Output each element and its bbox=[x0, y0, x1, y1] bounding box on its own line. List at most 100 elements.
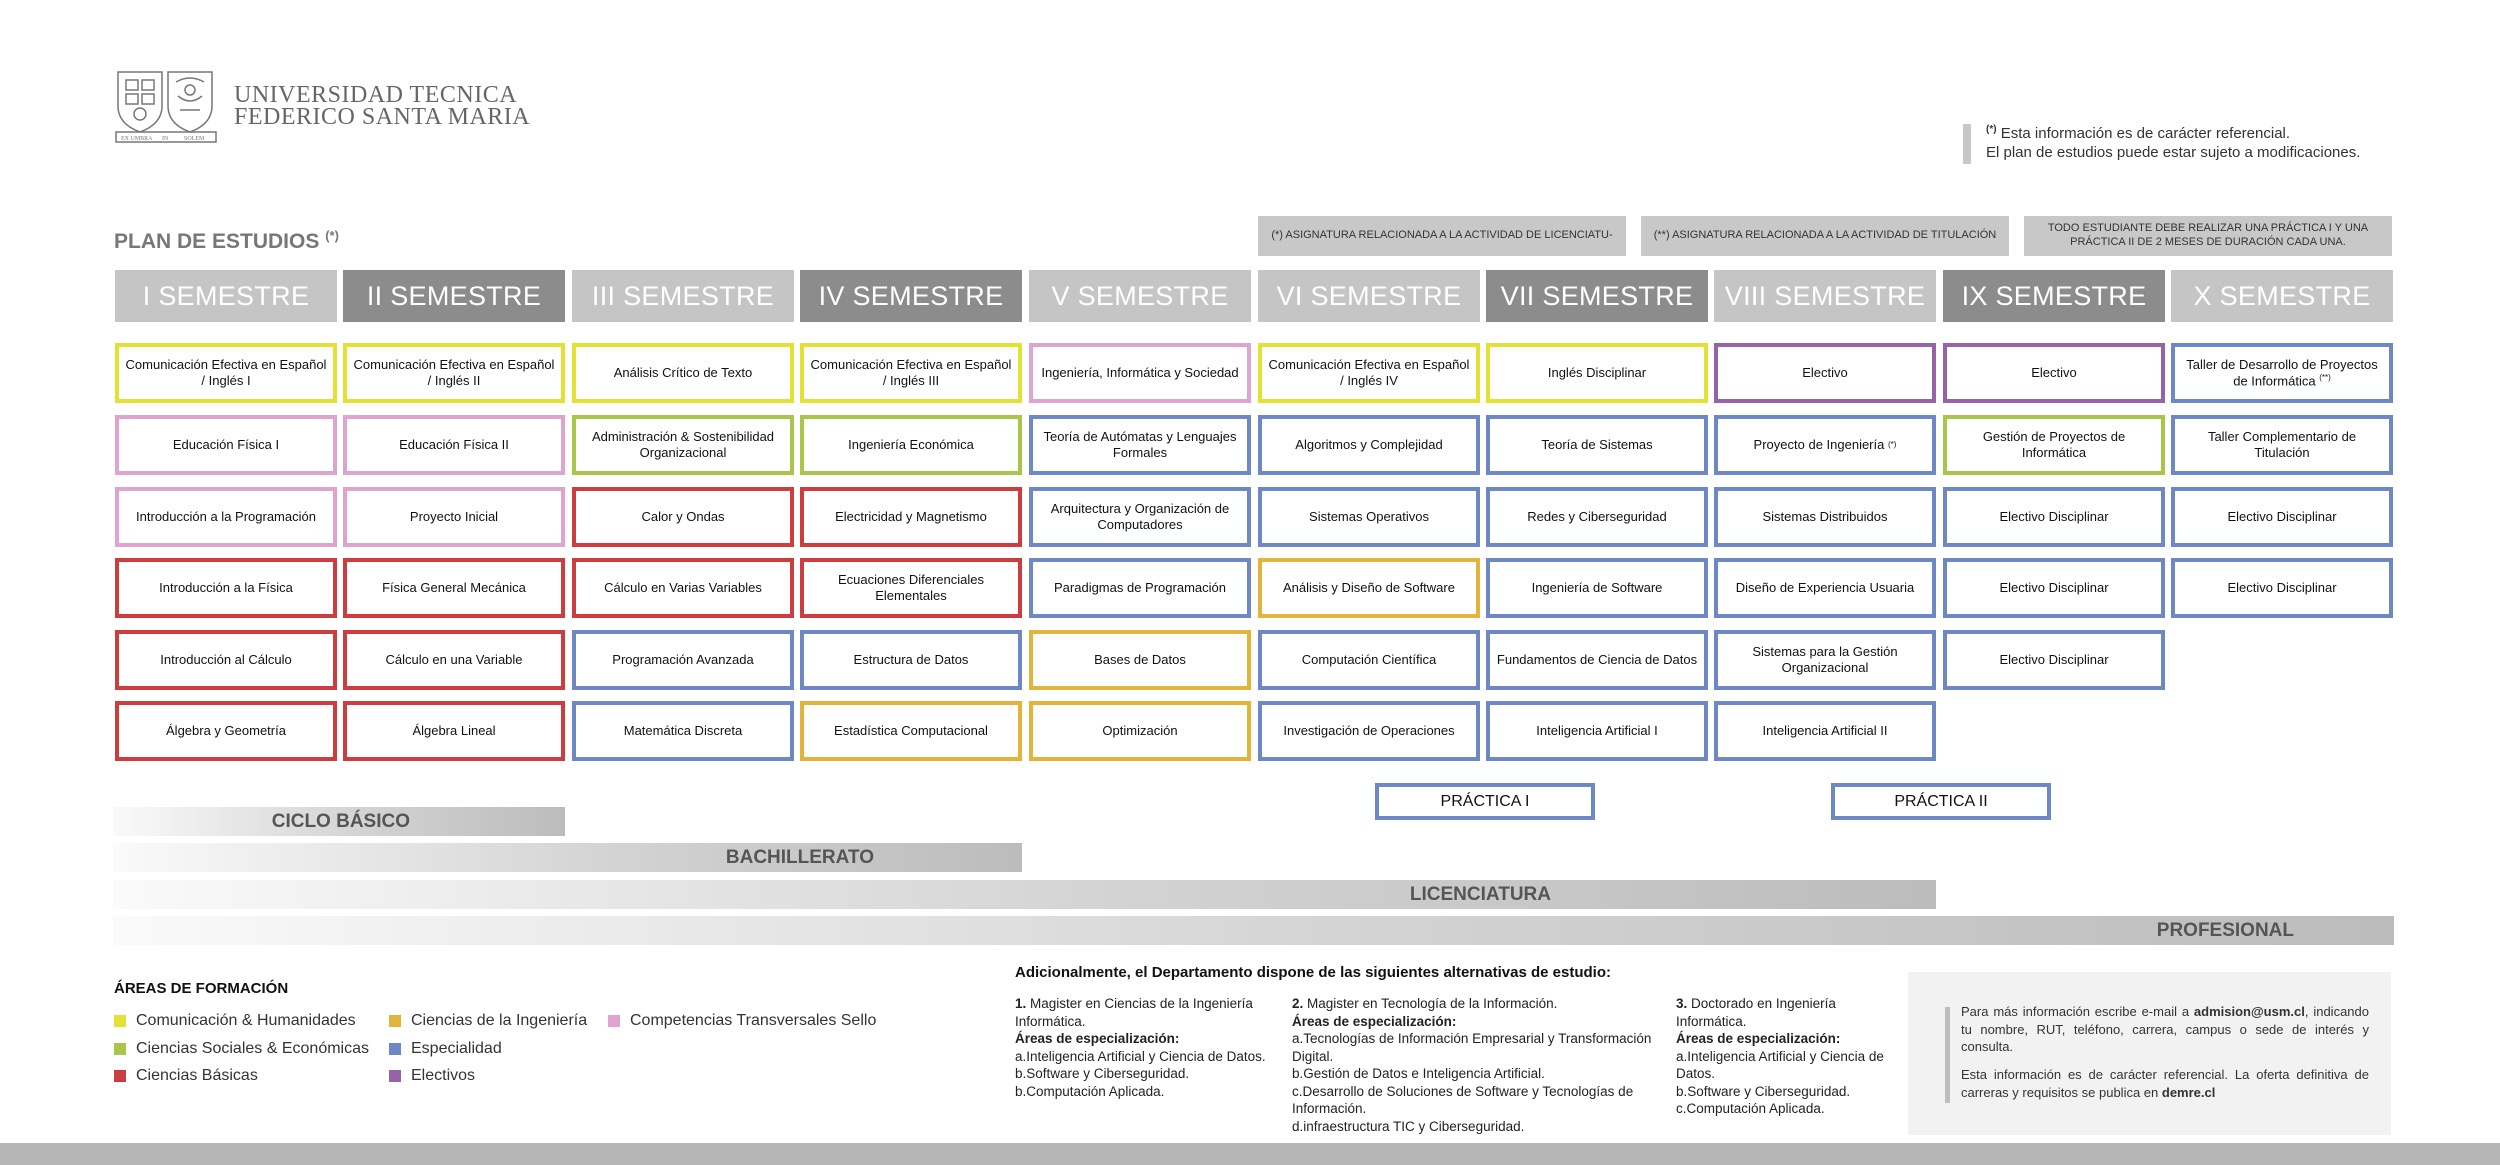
svg-text:SOLEM: SOLEM bbox=[184, 136, 205, 142]
course-card: Electricidad y Magnetismo bbox=[800, 487, 1022, 547]
course-card: Electivo bbox=[1714, 343, 1936, 403]
semester-5-header: V SEMESTRE bbox=[1029, 270, 1251, 322]
course-card: Cálculo en Varias Variables bbox=[572, 558, 794, 618]
course-card: Ingeniería Económica bbox=[800, 415, 1022, 475]
course-card: Electivo Disciplinar bbox=[2171, 487, 2393, 547]
course-card: Arquitectura y Organización de Computado… bbox=[1029, 487, 1251, 547]
area-comunicacion: Comunicación & Humanidades bbox=[114, 1012, 356, 1030]
area-ciencias-sociales: Ciencias Sociales & Económicas bbox=[114, 1040, 369, 1058]
course-card: Álgebra y Geometría bbox=[115, 701, 337, 761]
course-card: Comunicación Efectiva en Español / Inglé… bbox=[1258, 343, 1480, 403]
course-card: Ingeniería de Software bbox=[1486, 558, 1708, 618]
course-card: Inteligencia Artificial I bbox=[1486, 701, 1708, 761]
course-card: Álgebra Lineal bbox=[343, 701, 565, 761]
course-card: Electivo bbox=[1943, 343, 2165, 403]
semester-9-header: IX SEMESTRE bbox=[1943, 270, 2165, 322]
university-name-line2: FEDERICO SANTA MARIA bbox=[234, 104, 531, 130]
course-card: Cálculo en una Variable bbox=[343, 630, 565, 690]
area-especialidad: Especialidad bbox=[389, 1040, 502, 1058]
course-card: Ingeniería, Informática y Sociedad bbox=[1029, 343, 1251, 403]
university-logo: EX UMBRA IN SOLEM bbox=[114, 66, 218, 144]
course-card: Inteligencia Artificial II bbox=[1714, 701, 1936, 761]
course-card: Teoría de Autómatas y Lenguajes Formales bbox=[1029, 415, 1251, 475]
course-card: Introducción al Cálculo bbox=[115, 630, 337, 690]
legend-titulacion: (**) ASIGNATURA RELACIONADA A LA ACTIVID… bbox=[1641, 216, 2009, 256]
course-card: Sistemas para la Gestión Organizacional bbox=[1714, 630, 1936, 690]
semester-7-header: VII SEMESTRE bbox=[1486, 270, 1708, 322]
course-card: Programación Avanzada bbox=[572, 630, 794, 690]
course-card: Redes y Ciberseguridad bbox=[1486, 487, 1708, 547]
course-card: Comunicación Efectiva en Español / Inglé… bbox=[800, 343, 1022, 403]
course-card: Teoría de Sistemas bbox=[1486, 415, 1708, 475]
course-card: Computación Científica bbox=[1258, 630, 1480, 690]
course-card: Introducción a la Programación bbox=[115, 487, 337, 547]
course-card: Análisis Crítico de Texto bbox=[572, 343, 794, 403]
course-card: Investigación de Operaciones bbox=[1258, 701, 1480, 761]
course-card: Estadística Computacional bbox=[800, 701, 1022, 761]
cycle-bachillerato: BACHILLERATO bbox=[113, 843, 1022, 872]
note-bar bbox=[1963, 124, 1971, 164]
footer-bar bbox=[0, 1143, 2500, 1165]
course-card: Bases de Datos bbox=[1029, 630, 1251, 690]
course-card: Análisis y Diseño de Software bbox=[1258, 558, 1480, 618]
course-card: Calor y Ondas bbox=[572, 487, 794, 547]
info-bar bbox=[1945, 1007, 1950, 1103]
semester-6-header: VI SEMESTRE bbox=[1258, 270, 1480, 322]
course-card: Física General Mecánica bbox=[343, 558, 565, 618]
course-card: Administración & Sostenibilidad Organiza… bbox=[572, 415, 794, 475]
course-card: Diseño de Experiencia Usuaria bbox=[1714, 558, 1936, 618]
cycle-ciclo-basico: CICLO BÁSICO bbox=[113, 807, 565, 836]
area-ciencias-ingenieria: Ciencias de la Ingeniería bbox=[389, 1012, 587, 1030]
course-card: Educación Física I bbox=[115, 415, 337, 475]
course-card: Matemática Discreta bbox=[572, 701, 794, 761]
course-card: Paradigmas de Programación bbox=[1029, 558, 1251, 618]
legend-practicas: TODO ESTUDIANTE DEBE REALIZAR UNA PRÁCTI… bbox=[2024, 216, 2392, 256]
info-box bbox=[1908, 972, 2391, 1135]
area-ciencias-basicas: Ciencias Básicas bbox=[114, 1067, 258, 1085]
course-card: Inglés Disciplinar bbox=[1486, 343, 1708, 403]
plan-title: PLAN DE ESTUDIOS (*) bbox=[114, 228, 339, 253]
course-card: Estructura de Datos bbox=[800, 630, 1022, 690]
svg-text:IN: IN bbox=[162, 136, 169, 142]
course-card: Educación Física II bbox=[343, 415, 565, 475]
course-card: Sistemas Distribuidos bbox=[1714, 487, 1936, 547]
note-line2: El plan de estudios puede estar sujeto a… bbox=[1986, 144, 2361, 161]
areas-title: ÁREAS DE FORMACIÓN bbox=[114, 980, 289, 997]
semester-4-header: IV SEMESTRE bbox=[800, 270, 1022, 322]
contact-email[interactable]: admision@usm.cl bbox=[2193, 1004, 2305, 1019]
course-card: Taller de Desarrollo de Proyectos de Inf… bbox=[2171, 343, 2393, 403]
course-card: Fundamentos de Ciencia de Datos bbox=[1486, 630, 1708, 690]
course-card: Gestión de Proyectos de Informática bbox=[1943, 415, 2165, 475]
legend-licenciatura: (*) ASIGNATURA RELACIONADA A LA ACTIVIDA… bbox=[1258, 216, 1626, 256]
info-paragraph-1: Para más información escribe e-mail a ad… bbox=[1961, 1004, 2369, 1054]
semester-1-header: I SEMESTRE bbox=[115, 270, 337, 322]
course-card: Optimización bbox=[1029, 701, 1251, 761]
course-card: Proyecto de Ingeniería (*) bbox=[1714, 415, 1936, 475]
course-card: Proyecto Inicial bbox=[343, 487, 565, 547]
course-card: Electivo Disciplinar bbox=[2171, 558, 2393, 618]
program-3: 3. Doctorado en Ingeniería Informática. … bbox=[1676, 996, 1884, 1116]
course-card: Electivo Disciplinar bbox=[1943, 487, 2165, 547]
course-card: Electivo Disciplinar bbox=[1943, 630, 2165, 690]
area-electivos: Electivos bbox=[389, 1067, 475, 1085]
practica-2: PRÁCTICA II bbox=[1831, 783, 2051, 820]
course-card: Taller Complementario de Titulación bbox=[2171, 415, 2393, 475]
course-card: Sistemas Operativos bbox=[1258, 487, 1480, 547]
info-paragraph-2: Esta información es de carácter referenc… bbox=[1961, 1067, 2369, 1100]
demre-link[interactable]: demre.cl bbox=[2161, 1084, 2216, 1100]
course-card: Introducción a la Física bbox=[115, 558, 337, 618]
semester-10-header: X SEMESTRE bbox=[2171, 270, 2393, 322]
program-2: 2. Magister en Tecnología de la Informac… bbox=[1292, 996, 1652, 1134]
semester-3-header: III SEMESTRE bbox=[572, 270, 794, 322]
university-name-line1: UNIVERSIDAD TECNICA bbox=[234, 82, 518, 108]
course-card: Comunicación Efectiva en Español / Inglé… bbox=[343, 343, 565, 403]
cycle-profesional: PROFESIONAL bbox=[113, 916, 2394, 945]
course-card: Algoritmos y Complejidad bbox=[1258, 415, 1480, 475]
svg-text:EX UMBRA: EX UMBRA bbox=[121, 136, 153, 142]
course-card: Comunicación Efectiva en Español / Inglé… bbox=[115, 343, 337, 403]
note-line1: (*) Esta información es de carácter refe… bbox=[1986, 124, 2291, 142]
course-card: Ecuaciones Diferenciales Elementales bbox=[800, 558, 1022, 618]
semester-2-header: II SEMESTRE bbox=[343, 270, 565, 322]
practica-1: PRÁCTICA I bbox=[1375, 783, 1595, 820]
program-1: 1. Magister en Ciencias de la Ingeniería… bbox=[1015, 996, 1266, 1099]
